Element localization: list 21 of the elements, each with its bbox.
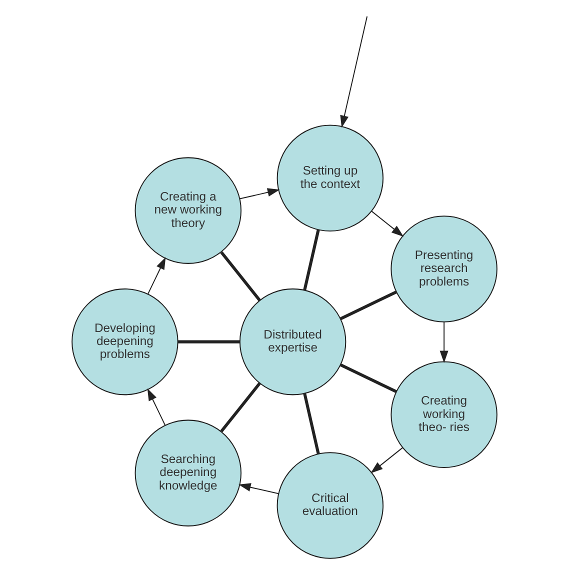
node-circle: Creating working theo- ries bbox=[390, 361, 498, 468]
arrow bbox=[147, 388, 166, 426]
connector bbox=[340, 290, 397, 320]
connector bbox=[303, 393, 320, 454]
arrow bbox=[371, 210, 404, 237]
connector bbox=[178, 340, 240, 344]
node-circle: Creating a new working theory bbox=[134, 157, 242, 264]
node-circle: Developing deepening problems bbox=[72, 288, 178, 396]
arrow bbox=[440, 322, 448, 363]
connector bbox=[220, 251, 261, 302]
arrow bbox=[240, 188, 280, 200]
connector bbox=[303, 230, 320, 290]
arrow bbox=[370, 447, 403, 474]
node-circle: Searching deepening knowledge bbox=[134, 420, 242, 526]
node-circle: Setting up the context bbox=[276, 124, 384, 232]
arrow bbox=[147, 257, 166, 294]
node-circle: Distributed expertise bbox=[239, 288, 346, 396]
connector bbox=[340, 363, 397, 393]
arrow bbox=[340, 16, 368, 128]
connector bbox=[220, 382, 261, 432]
arrow bbox=[238, 483, 279, 494]
